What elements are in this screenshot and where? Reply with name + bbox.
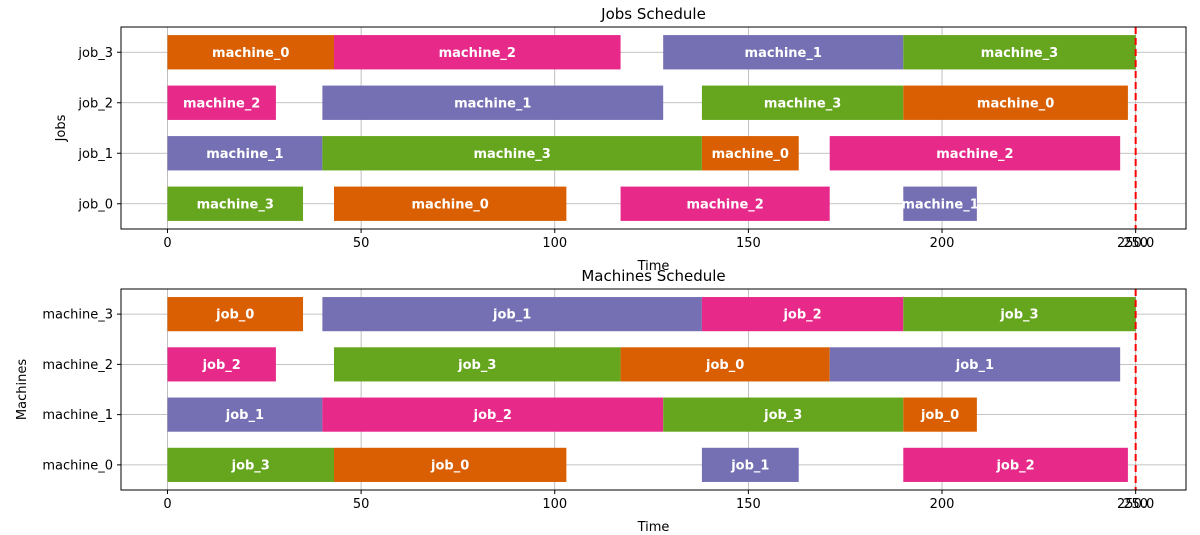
chart-title: Jobs Schedule — [600, 5, 706, 23]
x-tick-label: 50 — [353, 497, 370, 512]
task-bar-label: machine_3 — [981, 46, 1058, 61]
task-bar — [167, 447, 334, 482]
y-tick-label: machine_3 — [42, 308, 113, 323]
task-bar — [620, 186, 830, 221]
task-bar-label: machine_0 — [977, 96, 1054, 111]
y-tick-label: machine_0 — [42, 458, 113, 473]
x-tick-label: 0 — [163, 497, 171, 512]
task-bar-label: job_0 — [215, 308, 254, 323]
axes-frame — [120, 26, 1187, 230]
task-bar-label: machine_1 — [745, 46, 822, 61]
y-tick-label: job_1 — [77, 147, 113, 162]
task-bar — [663, 397, 904, 432]
task-bar — [620, 347, 830, 382]
task-bar-label: job_2 — [473, 408, 512, 423]
task-bar-label: job_3 — [457, 358, 496, 373]
y-tick-label: job_0 — [77, 197, 113, 212]
task-bar-label: job_0 — [920, 408, 959, 423]
x-tick-label: 100 — [542, 497, 567, 512]
task-bar — [701, 297, 904, 332]
task-bar-label: machine_1 — [454, 96, 531, 111]
x-tick-label: 250 — [1123, 236, 1148, 251]
task-bar-label: machine_2 — [439, 46, 516, 61]
task-bar-label: machine_1 — [901, 197, 978, 212]
y-axis-label: Jobs — [54, 114, 69, 142]
y-tick-label: machine_1 — [42, 408, 113, 423]
x-tick-label: 150 — [736, 236, 761, 251]
task-bar — [903, 297, 1136, 332]
task-bar — [322, 397, 664, 432]
axes-frame — [120, 288, 1187, 491]
task-bar — [903, 447, 1128, 482]
task-bar — [334, 186, 567, 221]
task-bar-label: job_3 — [999, 308, 1038, 323]
task-bar — [701, 447, 799, 482]
task-bar — [322, 136, 702, 171]
task-bar — [903, 35, 1136, 70]
task-bar — [167, 347, 276, 382]
x-tick-label: 200 — [930, 497, 955, 512]
task-bar — [167, 297, 304, 332]
task-bar-label: machine_3 — [197, 197, 274, 212]
x-axis-label: Time — [637, 259, 670, 274]
task-bar-label: job_1 — [492, 308, 531, 323]
task-bar — [663, 35, 904, 70]
task-bar-label: machine_2 — [183, 96, 260, 111]
y-tick-label: job_3 — [77, 46, 113, 61]
x-tick-label: 0 — [163, 236, 171, 251]
task-bar — [334, 35, 621, 70]
y-axis-label: Machines — [15, 359, 30, 420]
task-bar-label: machine_3 — [764, 96, 841, 111]
y-tick-label: job_2 — [77, 96, 113, 111]
task-bar-label: job_1 — [955, 358, 994, 373]
task-bar — [701, 85, 904, 120]
x-tick-label: 100 — [542, 236, 567, 251]
task-bar-label: job_2 — [782, 308, 821, 323]
task-bar-label: job_0 — [705, 358, 744, 373]
task-bar — [334, 347, 621, 382]
task-bar-label: machine_3 — [473, 147, 550, 162]
chart-title: Machines Schedule — [581, 267, 725, 285]
makespan-value-label: 250.0 — [1117, 236, 1154, 251]
task-bar — [903, 85, 1128, 120]
task-bar — [167, 35, 334, 70]
x-tick-label: 150 — [736, 497, 761, 512]
task-bar — [829, 347, 1121, 382]
task-bar — [903, 186, 977, 221]
task-bar-label: machine_0 — [712, 147, 789, 162]
x-tick-label: 200 — [930, 236, 955, 251]
x-axis-label: Time — [637, 520, 670, 535]
task-bar — [167, 186, 304, 221]
task-bar-label: machine_2 — [936, 147, 1013, 162]
task-bar-label: job_1 — [225, 408, 264, 423]
task-bar — [167, 397, 323, 432]
task-bar-label: job_2 — [202, 358, 241, 373]
task-bar-label: machine_1 — [206, 147, 283, 162]
y-tick-label: machine_2 — [42, 358, 113, 373]
task-bar-label: machine_2 — [686, 197, 763, 212]
task-bar-label: machine_0 — [212, 46, 289, 61]
task-bar — [167, 136, 323, 171]
task-bar — [322, 85, 664, 120]
task-bar — [167, 85, 276, 120]
x-tick-label: 250 — [1123, 497, 1148, 512]
task-bar — [334, 447, 567, 482]
x-tick-label: 50 — [353, 236, 370, 251]
task-bar-label: machine_0 — [412, 197, 489, 212]
task-bar — [701, 136, 799, 171]
task-bar — [322, 297, 702, 332]
task-bar-label: job_3 — [763, 408, 802, 423]
task-bar-label: job_2 — [995, 458, 1034, 473]
task-bar-label: job_0 — [430, 458, 469, 473]
task-bar-label: job_3 — [231, 458, 270, 473]
task-bar — [903, 397, 977, 432]
task-bar — [829, 136, 1121, 171]
machines-schedule-panel: job_0 job_1 job_2 job_3 job_2 job_3 job_0 job_1… — [15, 267, 1187, 535]
makespan-value-label: 250.0 — [1117, 497, 1154, 512]
task-bar-label: job_1 — [730, 458, 769, 473]
